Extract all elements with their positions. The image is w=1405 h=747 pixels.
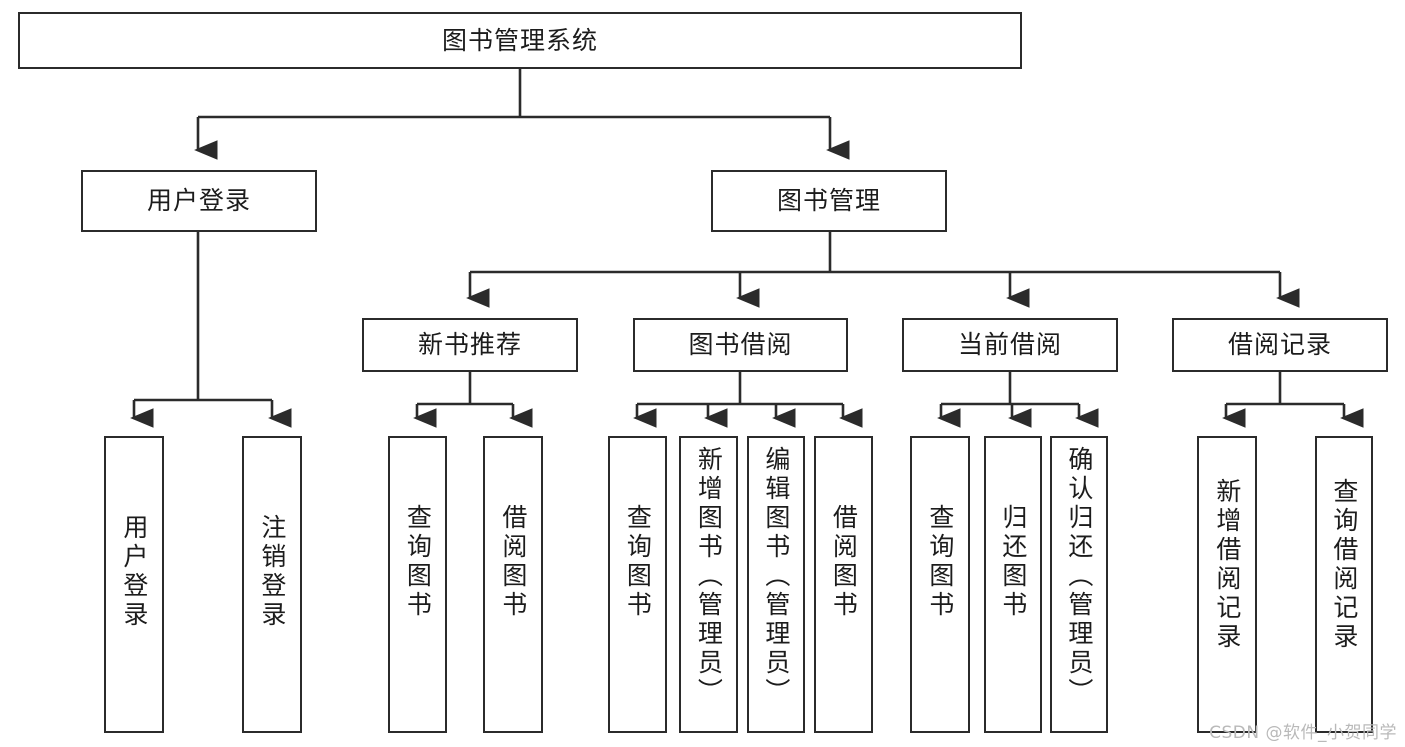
leaf-borrow-book-1[interactable]: 借阅图书 bbox=[483, 436, 543, 733]
node-label: 当前借阅 bbox=[957, 330, 1062, 359]
node-label: 用户登录 bbox=[119, 514, 149, 630]
leaf-query-record[interactable]: 查询借阅记录 bbox=[1315, 436, 1373, 733]
node-label: 查询图书 bbox=[623, 504, 653, 620]
node-new-book-recommend[interactable]: 新书推荐 bbox=[362, 318, 578, 372]
leaf-query-book-3[interactable]: 查询图书 bbox=[910, 436, 970, 733]
node-book-manage[interactable]: 图书管理 bbox=[711, 170, 947, 232]
node-label: 图书管理系统 bbox=[441, 25, 598, 55]
node-label: 借阅图书 bbox=[829, 504, 859, 620]
node-label: 查询图书 bbox=[403, 504, 433, 620]
leaf-query-book-2[interactable]: 查询图书 bbox=[608, 436, 667, 733]
node-label: 新增图书（管理员） bbox=[694, 446, 724, 707]
node-label: 图书管理 bbox=[776, 186, 881, 215]
leaf-add-book[interactable]: 新增图书（管理员） bbox=[679, 436, 738, 733]
node-label: 新增借阅记录 bbox=[1212, 478, 1242, 652]
leaf-return-book[interactable]: 归还图书 bbox=[984, 436, 1042, 733]
leaf-borrow-book-2[interactable]: 借阅图书 bbox=[814, 436, 873, 733]
leaf-add-record[interactable]: 新增借阅记录 bbox=[1197, 436, 1257, 733]
node-user-login[interactable]: 用户登录 bbox=[81, 170, 317, 232]
node-label: 编辑图书（管理员） bbox=[761, 446, 791, 707]
node-label: 查询图书 bbox=[925, 504, 955, 620]
node-label: 用户登录 bbox=[146, 186, 251, 215]
node-book-borrow[interactable]: 图书借阅 bbox=[633, 318, 848, 372]
leaf-user-login[interactable]: 用户登录 bbox=[104, 436, 164, 733]
node-label: 新书推荐 bbox=[417, 330, 522, 359]
node-label: 图书借阅 bbox=[688, 330, 793, 359]
node-root-system[interactable]: 图书管理系统 bbox=[18, 12, 1022, 69]
node-label: 借阅记录 bbox=[1227, 330, 1332, 359]
node-label: 查询借阅记录 bbox=[1329, 478, 1359, 652]
leaf-confirm-return[interactable]: 确认归还（管理员） bbox=[1050, 436, 1108, 733]
leaf-query-book-1[interactable]: 查询图书 bbox=[388, 436, 447, 733]
watermark: CSDN @软件_小贺同学 bbox=[1209, 723, 1397, 743]
node-label: 注销登录 bbox=[257, 514, 287, 630]
leaf-logout-login[interactable]: 注销登录 bbox=[242, 436, 302, 733]
node-current-borrow[interactable]: 当前借阅 bbox=[902, 318, 1118, 372]
node-label: 确认归还（管理员） bbox=[1064, 446, 1094, 707]
node-label: 归还图书 bbox=[998, 504, 1028, 620]
leaf-edit-book[interactable]: 编辑图书（管理员） bbox=[747, 436, 805, 733]
node-label: 借阅图书 bbox=[498, 504, 528, 620]
node-borrow-record[interactable]: 借阅记录 bbox=[1172, 318, 1388, 372]
